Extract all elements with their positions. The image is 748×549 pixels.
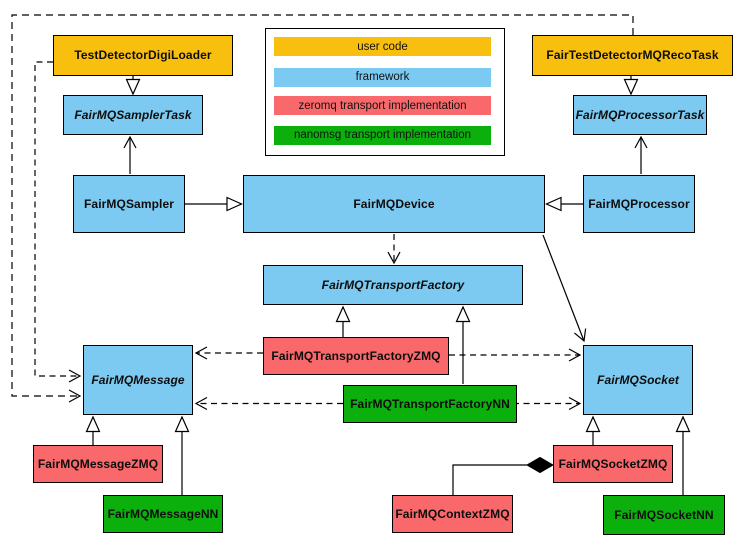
node-fairmqdevice: FairMQDevice — [243, 175, 545, 233]
node-fairmqtransportfactorynn: FairMQTransportFactoryNN — [343, 385, 517, 423]
legend-label: nanomsg transport implementation — [293, 129, 472, 141]
composition-diamond — [525, 456, 555, 474]
node-fairtestdetectormqrecotask: FairTestDetectorMQRecoTask — [532, 35, 733, 76]
edge-device-to-socket — [542, 234, 587, 343]
node-label: TestDetectorDigiLoader — [74, 48, 212, 63]
node-label: FairMQDevice — [353, 196, 435, 211]
node-label: FairMQSocketNN — [614, 507, 714, 522]
node-label: FairMQSamplerTask — [74, 107, 192, 122]
node-fairmqmessagezmq: FairMQMessageZMQ — [33, 445, 163, 483]
node-label: FairMQSocket — [597, 372, 679, 387]
node-label: FairMQProcessorTask — [575, 107, 705, 122]
node-label: FairMQContextZMQ — [395, 506, 510, 521]
node-label: FairMQTransportFactoryZMQ — [271, 348, 441, 363]
legend-item-zeromq: zeromq transport implementation — [274, 96, 491, 115]
legend-label: framework — [355, 71, 410, 83]
legend-item-user-code: user code — [274, 37, 491, 56]
node-fairmqsamplertask: FairMQSamplerTask — [63, 95, 203, 135]
node-label: FairMQMessageZMQ — [37, 456, 159, 471]
edge-recotask-uses-message — [11, 14, 634, 403]
node-fairmqmessage: FairMQMessage — [83, 345, 193, 415]
node-label: FairMQMessage — [91, 372, 185, 387]
node-label: FairMQProcessor — [588, 196, 690, 211]
node-label: FairMQSampler — [84, 196, 174, 211]
edge-contextzmq-to-socketzmq — [452, 464, 527, 495]
legend-label: zeromq transport implementation — [298, 99, 467, 112]
node-fairmqsocket: FairMQSocket — [583, 345, 693, 415]
node-fairmqsampler: FairMQSampler — [73, 175, 185, 233]
node-label: FairTestDetectorMQRecoTask — [546, 48, 719, 63]
legend-box: user code framework zeromq transport imp… — [265, 28, 505, 156]
node-fairmqsocketnn: FairMQSocketNN — [603, 495, 725, 535]
node-fairmqtransportfactoryzmq: FairMQTransportFactoryZMQ — [263, 337, 449, 375]
node-fairmqsocketzmq: FairMQSocketZMQ — [553, 445, 673, 483]
legend-item-framework: framework — [274, 67, 491, 87]
legend-item-nanomsg: nanomsg transport implementation — [274, 125, 491, 145]
node-label: FairMQTransportFactory — [321, 277, 465, 292]
node-fairmqprocessor: FairMQProcessor — [583, 175, 695, 233]
node-label: FairMQTransportFactoryNN — [350, 396, 510, 411]
node-label: FairMQMessageNN — [107, 506, 219, 521]
node-fairmqmessagenn: FairMQMessageNN — [103, 495, 223, 533]
node-fairmqcontextzmq: FairMQContextZMQ — [392, 495, 513, 533]
node-testdetectordigiloader: TestDetectorDigiLoader — [53, 35, 233, 76]
node-fairmqtransportfactory: FairMQTransportFactory — [263, 265, 523, 305]
node-label: FairMQSocketZMQ — [558, 456, 668, 471]
node-fairmqprocessortask: FairMQProcessorTask — [573, 95, 707, 135]
legend-label: user code — [357, 40, 408, 53]
